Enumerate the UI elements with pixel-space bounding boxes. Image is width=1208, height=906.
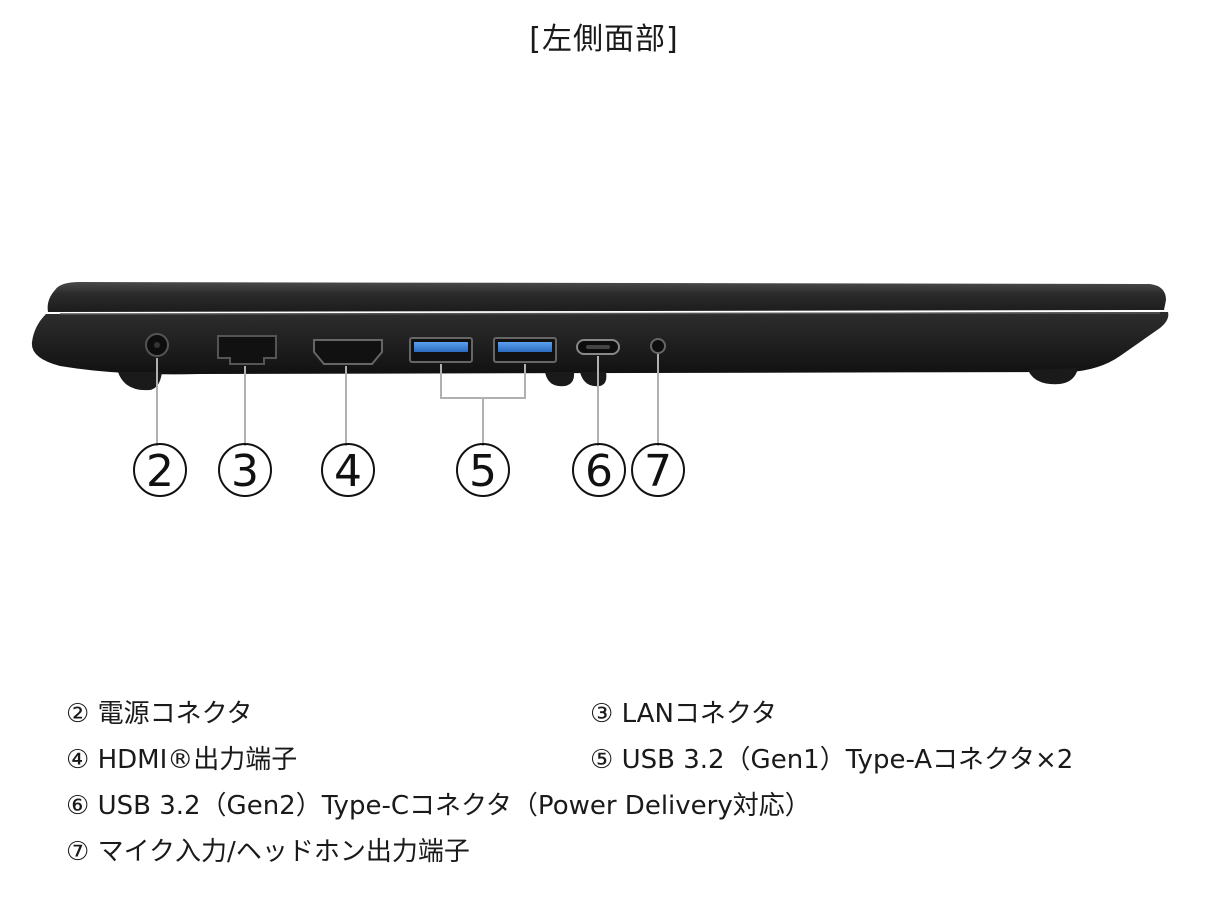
front-foot	[118, 372, 162, 391]
callout-5: 5	[456, 443, 510, 497]
legend-item-audio: ⑦ マイク入力/ヘッドホン出力端子	[66, 837, 470, 867]
audio-jack-icon	[650, 338, 666, 354]
legend-item-hdmi: ④ HDMI®出力端子	[66, 745, 298, 775]
svg-text:4: 4	[334, 446, 362, 497]
callout-3: 3	[218, 443, 272, 497]
hdmi-port-icon	[313, 339, 383, 365]
lan-port-icon	[217, 335, 277, 365]
svg-text:5: 5	[469, 446, 497, 497]
legend-item-usb-a: ⑤ USB 3.2（Gen1）Type-Aコネクタ×2	[590, 745, 1074, 775]
rear-foot	[1028, 368, 1078, 385]
legend-item-lan: ③ LANコネクタ	[590, 699, 777, 729]
laptop-lid	[47, 282, 1167, 312]
svg-text:6: 6	[585, 446, 613, 497]
svg-text:7: 7	[644, 446, 672, 497]
callout-4: 4	[321, 443, 375, 497]
leader-lines	[156, 354, 659, 446]
legend-item-usb-c: ⑥ USB 3.2（Gen2）Type-Cコネクタ（Power Delivery…	[66, 791, 811, 821]
middle-foot	[545, 372, 575, 387]
callout-7: 7	[631, 443, 685, 497]
callout-6: 6	[572, 443, 626, 497]
svg-text:2: 2	[146, 446, 174, 497]
legend-item-power: ② 電源コネクタ	[66, 699, 253, 729]
page-title: [左側面部]	[529, 22, 679, 57]
callout-2: 2	[133, 443, 187, 497]
middle-foot-2	[580, 372, 607, 387]
svg-text:3: 3	[231, 446, 259, 497]
